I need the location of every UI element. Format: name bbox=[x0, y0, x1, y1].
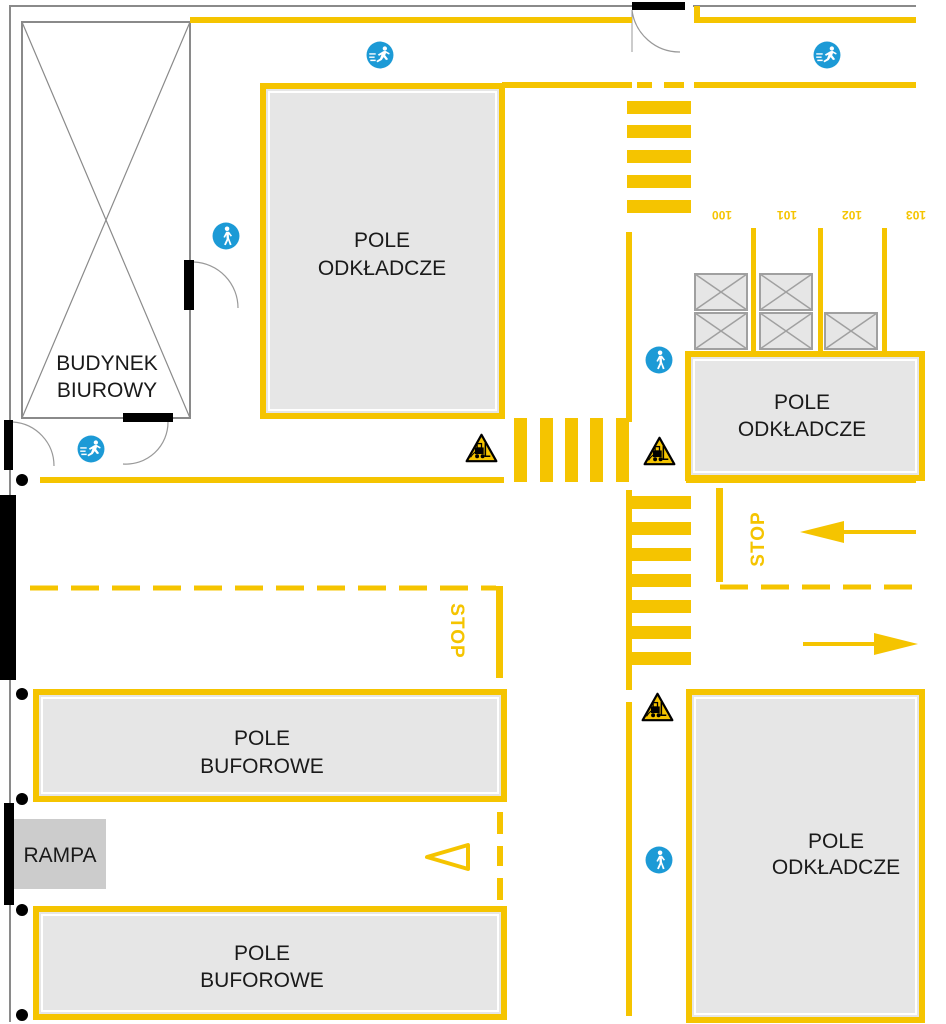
forklift-warning-icon bbox=[641, 692, 674, 722]
crosswalk-middle bbox=[514, 418, 629, 482]
rack-number-103: 103 bbox=[906, 208, 926, 222]
rack-numbers: 100 101 102 103 bbox=[712, 208, 926, 222]
direction-arrow-icon bbox=[803, 633, 918, 655]
pallet bbox=[759, 273, 813, 311]
office-bottom-door bbox=[123, 413, 173, 422]
rack-number-102: 102 bbox=[842, 208, 862, 222]
exterior-door bbox=[4, 420, 13, 470]
direction-arrows bbox=[800, 521, 918, 655]
storage-zone-top: POLE ODKŁADCZE bbox=[260, 83, 505, 419]
dashed-lane-lines bbox=[30, 584, 916, 591]
storage-zone-top-label-line1: POLE bbox=[354, 229, 410, 252]
pallet bbox=[694, 273, 748, 311]
stop-marking-left: STOP bbox=[446, 603, 467, 658]
buffer-zone-lower-label-line1: POLE bbox=[234, 942, 290, 965]
dock-gates bbox=[0, 474, 28, 1021]
pedestrian-walkway-icon bbox=[366, 41, 394, 69]
forklift-warning-icon bbox=[465, 433, 498, 463]
office-building-label-line2: BIUROWY bbox=[57, 379, 157, 402]
pallet bbox=[759, 312, 813, 350]
pallet bbox=[824, 312, 878, 350]
pedestrian-walkway-icon bbox=[813, 41, 841, 69]
ramp-label: RAMPA bbox=[23, 844, 96, 867]
storage-zone-bottom-label-line1: POLE bbox=[808, 830, 864, 853]
building-walls bbox=[9, 5, 916, 1022]
rack-number-101: 101 bbox=[777, 208, 797, 222]
dock-gate-main bbox=[0, 495, 16, 680]
buffer-zone-lower: POLE BUFOROWE bbox=[33, 906, 507, 1020]
office-side-door bbox=[184, 260, 194, 310]
top-door bbox=[632, 2, 685, 10]
forklift-warning-icon bbox=[643, 436, 676, 466]
direction-arrow-icon bbox=[800, 521, 916, 543]
ramp: RAMPA bbox=[14, 819, 106, 889]
buffer-zone-upper: POLE BUFOROWE bbox=[33, 689, 507, 802]
office-building-label-line1: BUDYNEK bbox=[56, 352, 158, 375]
pedestrian-walkway-icon bbox=[212, 222, 240, 250]
crosswalk-top bbox=[627, 101, 691, 213]
storage-zone-bottom-label-line2: ODKŁADCZE bbox=[772, 856, 900, 879]
storage-zone-right-label-line2: ODKŁADCZE bbox=[738, 418, 866, 441]
storage-zone-bottom: POLE ODKŁADCZE bbox=[686, 689, 925, 1023]
pedestrian-walkway-icon bbox=[77, 435, 105, 463]
pallets bbox=[694, 273, 878, 350]
buffer-zone-upper-label-line1: POLE bbox=[234, 727, 290, 750]
yield-triangle-icon bbox=[425, 843, 470, 871]
pedestrian-walkway-icon bbox=[645, 846, 673, 874]
crosswalk-lower bbox=[627, 496, 691, 665]
buffer-zone-upper-label-line2: BUFOROWE bbox=[200, 755, 324, 778]
storage-zone-right-label-line1: POLE bbox=[774, 391, 830, 414]
rack-number-100: 100 bbox=[712, 208, 732, 222]
storage-zone-top-label-line2: ODKŁADCZE bbox=[318, 257, 446, 280]
dock-gate-ramp bbox=[4, 803, 14, 905]
pallet bbox=[694, 312, 748, 350]
office-building: BUDYNEK BIUROWY bbox=[21, 21, 191, 419]
pedestrian-walkway-icon bbox=[645, 346, 673, 374]
storage-zone-right: POLE ODKŁADCZE bbox=[685, 351, 925, 481]
buffer-zone-lower-label-line2: BUFOROWE bbox=[200, 969, 324, 992]
stop-marking-right: STOP bbox=[748, 511, 769, 566]
